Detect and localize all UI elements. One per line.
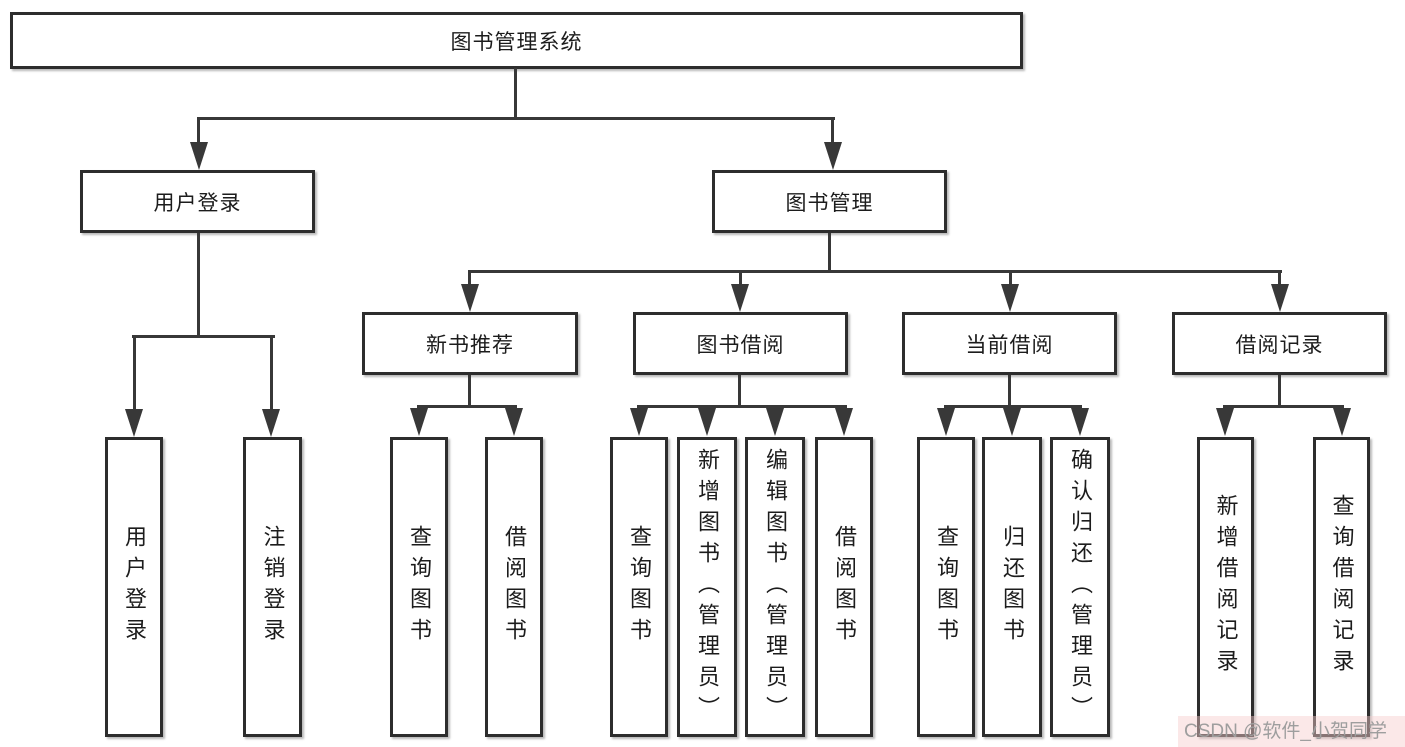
node-user-login: 用户登录 — [80, 170, 315, 233]
connector-records-split — [1223, 405, 1344, 408]
node-user-login-label: 用户登录 — [153, 191, 242, 215]
node-book-management-label: 图书管理 — [785, 191, 874, 215]
node-book-borrow-label: 图书借阅 — [696, 333, 785, 357]
leaf-return-books: 归还图书 — [982, 437, 1042, 737]
connector-stem-current — [1009, 270, 1012, 286]
arrowhead-down — [824, 142, 842, 170]
leaf-search-books-borrow: 查询图书 — [610, 437, 668, 737]
leaf-user-login: 用户登录 — [105, 437, 163, 737]
connector-bookmgmt-stub — [828, 233, 831, 272]
leaf-confirm-return-admin-label: 确认归还（管理员） — [1068, 447, 1093, 727]
arrowhead-down — [505, 408, 523, 436]
node-new-book-recommend: 新书推荐 — [362, 312, 578, 375]
connector-borrow-stub — [738, 375, 741, 407]
leaf-borrow-books-label: 借阅图书 — [832, 525, 857, 649]
connector-stem-newbook — [468, 270, 471, 286]
arrowhead-down — [1001, 284, 1019, 312]
node-root-label: 图书管理系统 — [450, 30, 583, 54]
leaf-search-borrow-record: 查询借阅记录 — [1313, 437, 1370, 737]
leaf-search-books-current: 查询图书 — [917, 437, 975, 737]
leaf-user-login-label: 用户登录 — [122, 525, 147, 649]
arrowhead-down — [835, 408, 853, 436]
connector-stem-book-mgmt — [831, 117, 834, 146]
node-borrow-records-label: 借阅记录 — [1235, 333, 1324, 357]
arrowhead-down — [125, 409, 143, 437]
leaf-borrow-books: 借阅图书 — [815, 437, 873, 737]
connector-stem-user-login — [197, 117, 200, 146]
connector-stem-records — [1278, 270, 1281, 286]
arrowhead-down — [190, 142, 208, 170]
leaf-borrow-books-recommend-label: 借阅图书 — [502, 525, 527, 649]
connector-bookmgmt-split — [468, 270, 1282, 273]
connector-newbook-split — [417, 405, 517, 408]
node-current-borrow-label: 当前借阅 — [965, 333, 1054, 357]
leaf-borrow-books-recommend: 借阅图书 — [485, 437, 543, 737]
node-borrow-records: 借阅记录 — [1172, 312, 1387, 375]
connector-stem-leaf-logout — [270, 335, 273, 409]
arrowhead-down — [766, 408, 784, 436]
arrowhead-down — [1271, 284, 1289, 312]
leaf-confirm-return-admin: 确认归还（管理员） — [1050, 437, 1110, 737]
watermark-background — [1178, 716, 1405, 747]
connector-userlogin-stub — [197, 233, 200, 337]
leaf-edit-books-admin-label: 编辑图书（管理员） — [763, 447, 788, 727]
leaf-logout: 注销登录 — [243, 437, 302, 737]
connector-current-stub — [1008, 375, 1011, 407]
connector-root-split — [197, 117, 835, 120]
connector-current-split — [944, 405, 1082, 408]
connector-userlogin-split — [132, 335, 275, 338]
arrowhead-down — [1071, 408, 1089, 436]
leaf-add-borrow-record: 新增借阅记录 — [1197, 437, 1254, 737]
leaf-search-borrow-record-label: 查询借阅记录 — [1329, 494, 1355, 680]
node-new-book-recommend-label: 新书推荐 — [426, 333, 514, 357]
connector-records-stub — [1278, 375, 1281, 407]
arrowhead-down — [461, 284, 479, 312]
leaf-search-books-borrow-label: 查询图书 — [627, 525, 652, 649]
connector-stem-borrow — [739, 270, 742, 286]
arrowhead-down — [937, 408, 955, 436]
node-current-borrow: 当前借阅 — [902, 312, 1117, 375]
arrowhead-down — [262, 409, 280, 437]
leaf-search-books-current-label: 查询图书 — [934, 525, 959, 649]
arrowhead-down — [698, 408, 716, 436]
arrowhead-down — [731, 284, 749, 312]
connector-newbook-stub — [468, 375, 471, 407]
node-book-borrow: 图书借阅 — [633, 312, 848, 375]
arrowhead-down — [630, 408, 648, 436]
leaf-edit-books-admin: 编辑图书（管理员） — [745, 437, 805, 737]
arrowhead-down — [1333, 408, 1351, 436]
connector-borrow-split — [637, 405, 847, 408]
watermark: CSDN @软件_小贺同学 — [1184, 721, 1387, 742]
leaf-add-borrow-record-label: 新增借阅记录 — [1213, 494, 1239, 680]
node-root: 图书管理系统 — [10, 12, 1023, 69]
connector-stem-leaf-login — [133, 335, 136, 409]
arrowhead-down — [410, 408, 428, 436]
leaf-search-books-recommend: 查询图书 — [390, 437, 448, 737]
leaf-add-books-admin: 新增图书（管理员） — [677, 437, 737, 737]
leaf-add-books-admin-label: 新增图书（管理员） — [695, 447, 720, 727]
node-book-management: 图书管理 — [712, 170, 947, 233]
connector-root-stub — [514, 68, 517, 120]
leaf-search-books-recommend-label: 查询图书 — [407, 525, 432, 649]
arrowhead-down — [1003, 408, 1021, 436]
arrowhead-down — [1216, 408, 1234, 436]
leaf-return-books-label: 归还图书 — [1000, 525, 1025, 649]
leaf-logout-label: 注销登录 — [260, 525, 286, 649]
